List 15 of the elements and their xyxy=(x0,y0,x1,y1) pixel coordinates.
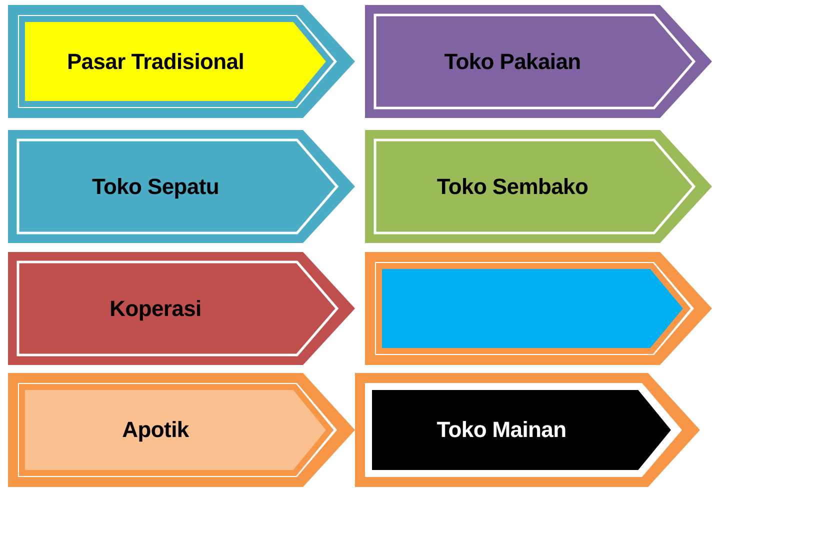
node-label: Toko Sepatu xyxy=(92,174,220,200)
arrow-shape xyxy=(8,373,355,487)
arrow-shape xyxy=(8,252,355,365)
arrow-shape xyxy=(365,5,712,118)
arrow-shape xyxy=(365,130,712,243)
node-label: Toko Sembako xyxy=(436,174,588,200)
arrow-shape xyxy=(8,5,355,118)
node-label: Pasar Tradisional xyxy=(66,48,244,74)
node-label: Toko Mainan xyxy=(436,417,566,443)
node-label: Koperasi xyxy=(110,296,202,322)
arrow-shape xyxy=(365,252,712,365)
node-label: Toko Pakaian xyxy=(444,48,581,74)
node-label: Apotik xyxy=(122,417,189,443)
arrow-shape xyxy=(355,373,700,487)
arrow-shape xyxy=(8,130,355,243)
